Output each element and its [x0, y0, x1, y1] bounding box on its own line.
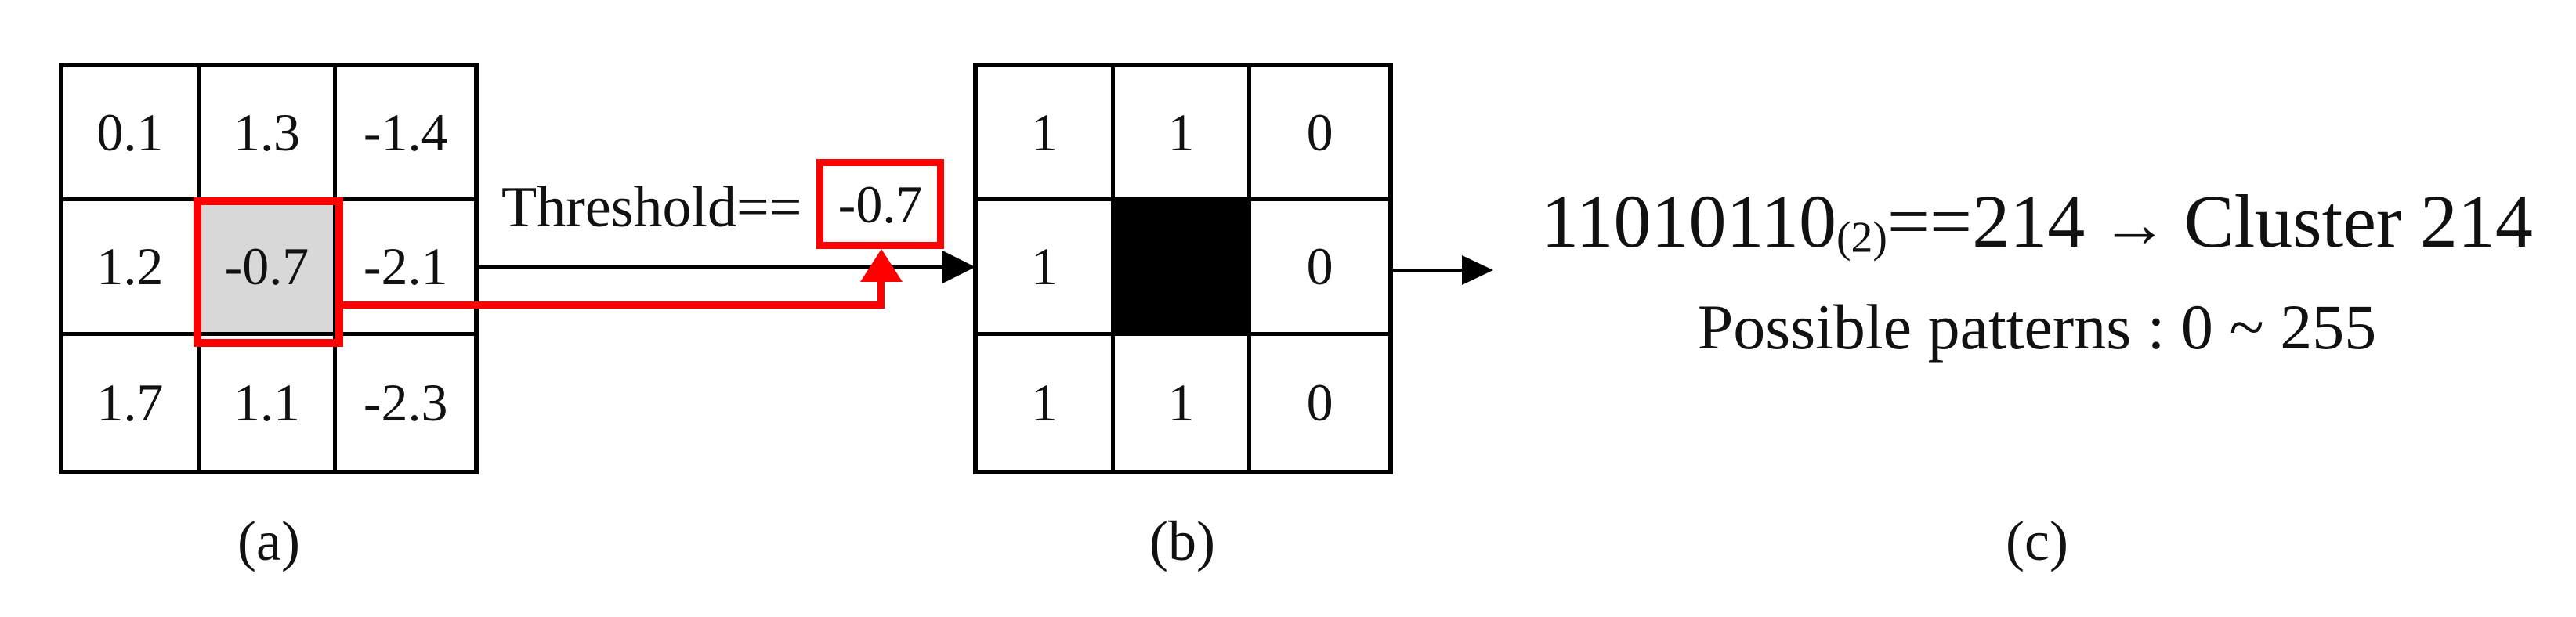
grid-a: 0.1 1.3 -1.4 1.2 -0.7 -2.1 1.7 1.1 -2.3: [59, 63, 479, 474]
grid-b-cell-2-1: 1: [1115, 335, 1252, 470]
grid-b-cell-0-1: 1: [1114, 67, 1252, 202]
grid-a-cell-1-0: 1.2: [63, 201, 201, 336]
grid-b-cell-1-0: 1: [978, 201, 1115, 336]
grid-a-cell-2-1: 1.1: [201, 335, 338, 470]
result-equation: 11010110(2)==214→Cluster 214: [1512, 182, 2562, 277]
grid-b-cell-2-0: 1: [978, 335, 1115, 470]
caption-a: (a): [237, 510, 300, 572]
arrow-b-to-c-line: [1393, 269, 1463, 272]
result-cluster: Cluster 214: [2183, 179, 2533, 263]
threshold-label: Threshold==: [501, 175, 802, 240]
grid-a-cell-0-2: -1.4: [337, 67, 474, 202]
grid-a-cell-2-0: 1.7: [63, 335, 201, 470]
right-arrow-icon: →: [2100, 186, 2169, 262]
grid-b-cell-0-2: 0: [1251, 67, 1388, 202]
arrow-a-to-b-head-icon: [942, 251, 975, 283]
grid-a-cell-0-0: 0.1: [63, 67, 201, 202]
grid-b-center-cell: [1114, 201, 1252, 336]
grid-b-cell-1-2: 0: [1251, 201, 1388, 336]
red-connector-arrowhead-icon: [860, 249, 903, 282]
result-decimal: 214: [1972, 179, 2086, 263]
grid-a-cell-2-2: -2.3: [363, 373, 448, 433]
threshold-value: -0.7: [838, 174, 923, 234]
grid-b: 1 1 0 1 0 1 1 0: [973, 63, 1393, 474]
grid-a-center-cell: -0.7: [200, 201, 338, 336]
threshold-value-box: -0.7: [816, 159, 944, 249]
result-base-subscript: (2): [1836, 213, 1887, 262]
caption-c: (c): [2006, 510, 2068, 572]
arrow-b-to-c-head-icon: [1462, 255, 1493, 285]
possible-patterns-text: Possible patterns : 0 ~ 255: [1697, 291, 2377, 363]
arrow-a-to-b-line: [479, 265, 949, 269]
red-connector-vertical: [877, 276, 885, 308]
grid-a-cell-0-1: 1.3: [200, 67, 338, 202]
grid-a-cell-1-2: -2.1: [337, 201, 474, 336]
grid-b-cell-0-0: 1: [978, 67, 1115, 202]
grid-b-cell-2-2: 0: [1306, 373, 1333, 433]
center-cell-red-highlight: [194, 197, 343, 347]
result-binary: 11010110: [1541, 179, 1836, 263]
result-equals: ==: [1887, 179, 1973, 263]
red-connector-horizontal: [335, 301, 885, 308]
caption-b: (b): [1149, 510, 1215, 572]
